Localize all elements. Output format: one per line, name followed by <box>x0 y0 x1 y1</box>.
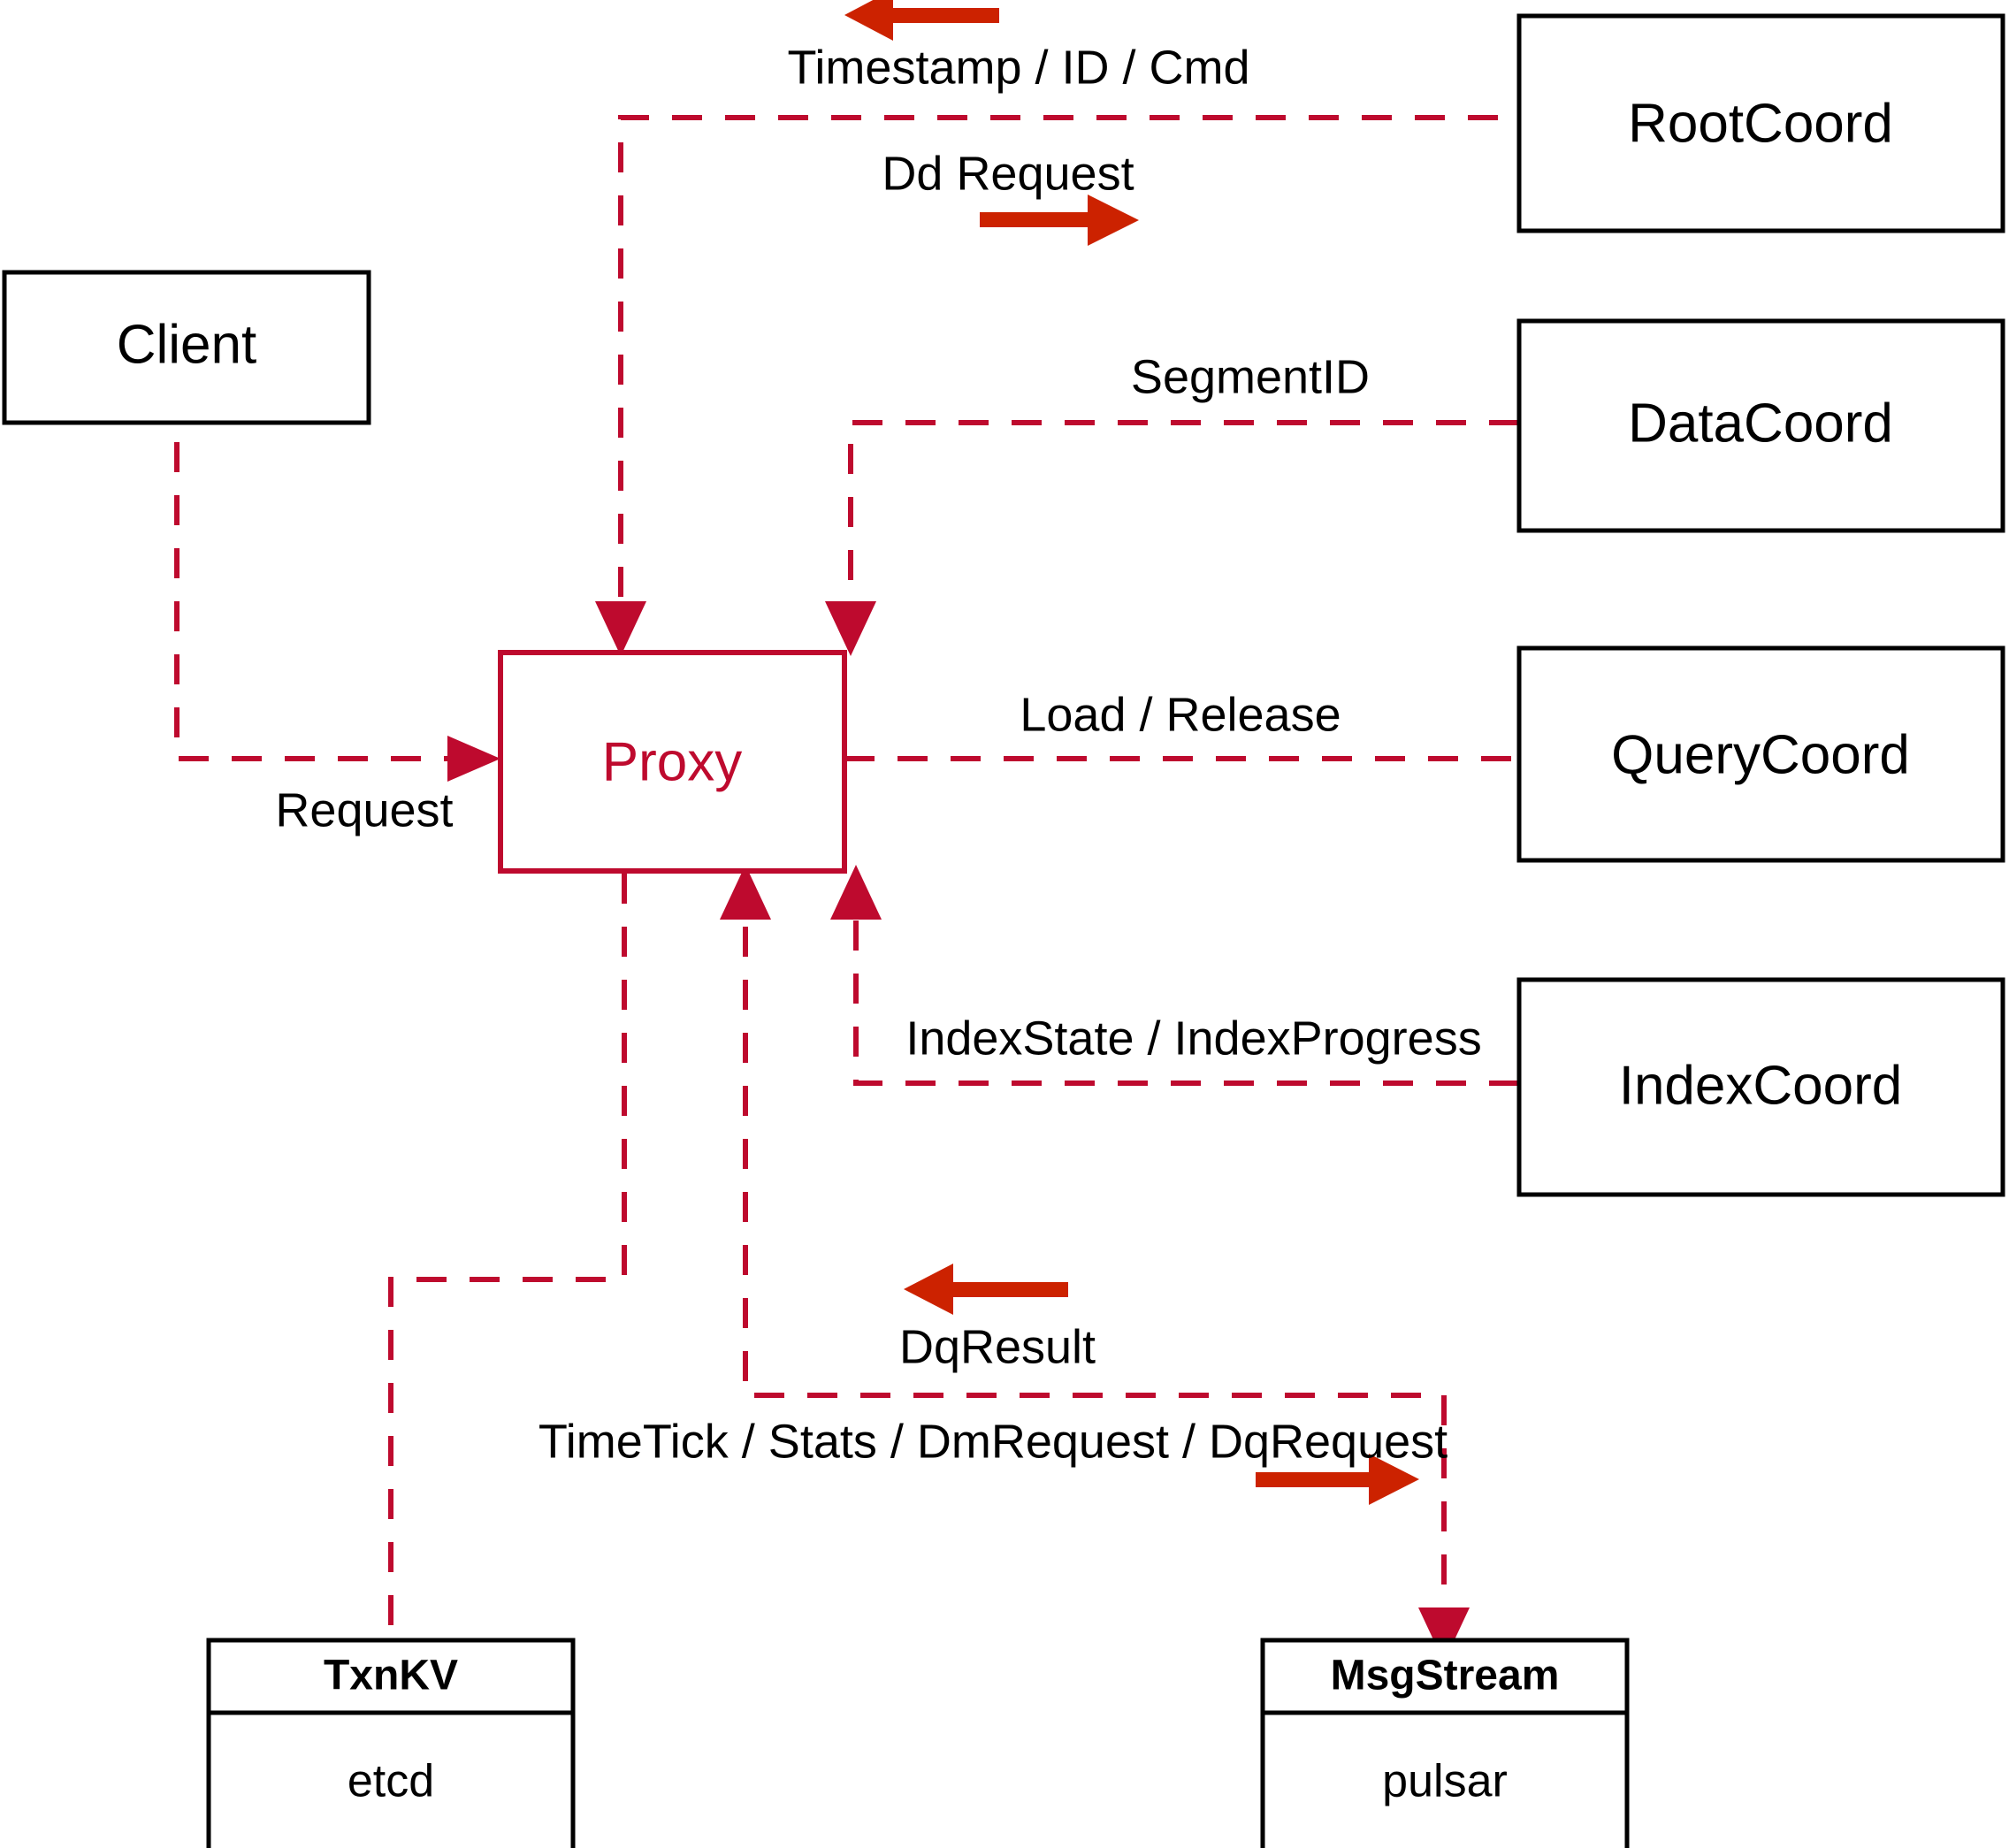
rootcoord-box[interactable] <box>1516 13 2005 233</box>
edge-label-dq-result: DqResult <box>899 1320 1096 1373</box>
edge-label-timetick-stats: TimeTick / Stats / DmRequest / DqRequest <box>539 1415 1448 1468</box>
proxy-box[interactable] <box>498 650 847 874</box>
txnkv-body-label: etcd <box>348 1756 434 1807</box>
querycoord-label: QueryCoord <box>1611 724 1910 785</box>
arrowhead-msgstream-in <box>1418 1607 1470 1662</box>
indexcoord-box[interactable] <box>1516 977 2005 1197</box>
arrowhead-segmentid-to-proxy <box>825 601 876 656</box>
proxy-label: Proxy <box>602 731 742 792</box>
flow-path-txnkv <box>388 874 627 1640</box>
flow-path-index-state <box>853 874 1519 1086</box>
querycoord-box[interactable] <box>1516 645 2005 863</box>
arrowhead-timestamp-to-proxy <box>595 601 646 656</box>
indexcoord-label: IndexCoord <box>1619 1055 1903 1116</box>
msgstream-header-label: MsgStream <box>1331 1653 1560 1699</box>
node-data-coord[interactable]: DataCoord <box>1516 318 2005 533</box>
flow-path-msgstream <box>743 874 1447 1631</box>
thick-arrow-dd-request-right <box>980 195 1139 246</box>
node-client[interactable]: Client <box>2 270 371 425</box>
thick-arrow-dqresult-left <box>904 1264 1068 1315</box>
thick-arrow-timestamp-left <box>844 0 999 41</box>
node-msgstream[interactable]: MsgStream pulsar <box>1260 1638 1630 1848</box>
datacoord-label: DataCoord <box>1628 393 1893 454</box>
edge-label-dd-request: Dd Request <box>882 147 1134 200</box>
arrowhead-indexstate-to-proxy <box>830 865 882 920</box>
msgstream-box[interactable] <box>1260 1638 1630 1848</box>
txnkv-header-label: TxnKV <box>324 1653 458 1699</box>
client-label: Client <box>117 314 257 375</box>
msgstream-body-label: pulsar <box>1382 1756 1508 1807</box>
edge-label-request: Request <box>275 783 453 836</box>
flow-path-segment-id <box>848 420 1519 650</box>
edge-label-index-state-progress: IndexState / IndexProgress <box>905 1012 1481 1065</box>
thick-arrow-dqrequest-right <box>1256 1454 1419 1505</box>
arrowhead-dqresult-to-proxy <box>720 865 771 920</box>
node-query-coord[interactable]: QueryCoord <box>1516 645 2005 863</box>
node-root-coord[interactable]: RootCoord <box>1516 13 2005 233</box>
edge-label-segment-id: SegmentID <box>1131 350 1370 403</box>
node-proxy[interactable]: Proxy <box>498 650 847 874</box>
flow-path-request <box>174 389 469 761</box>
edge-label-load-release: Load / Release <box>1020 688 1341 741</box>
edge-label-timestamp-id-cmd: Timestamp / ID / Cmd <box>787 41 1249 94</box>
txnkv-box[interactable] <box>206 1638 576 1848</box>
datacoord-box[interactable] <box>1516 318 2005 533</box>
rootcoord-label: RootCoord <box>1628 93 1893 154</box>
node-index-coord[interactable]: IndexCoord <box>1516 977 2005 1197</box>
node-txnkv[interactable]: TxnKV etcd <box>206 1638 576 1848</box>
arrowhead-request-to-proxy <box>447 736 500 782</box>
client-box[interactable] <box>2 270 371 425</box>
